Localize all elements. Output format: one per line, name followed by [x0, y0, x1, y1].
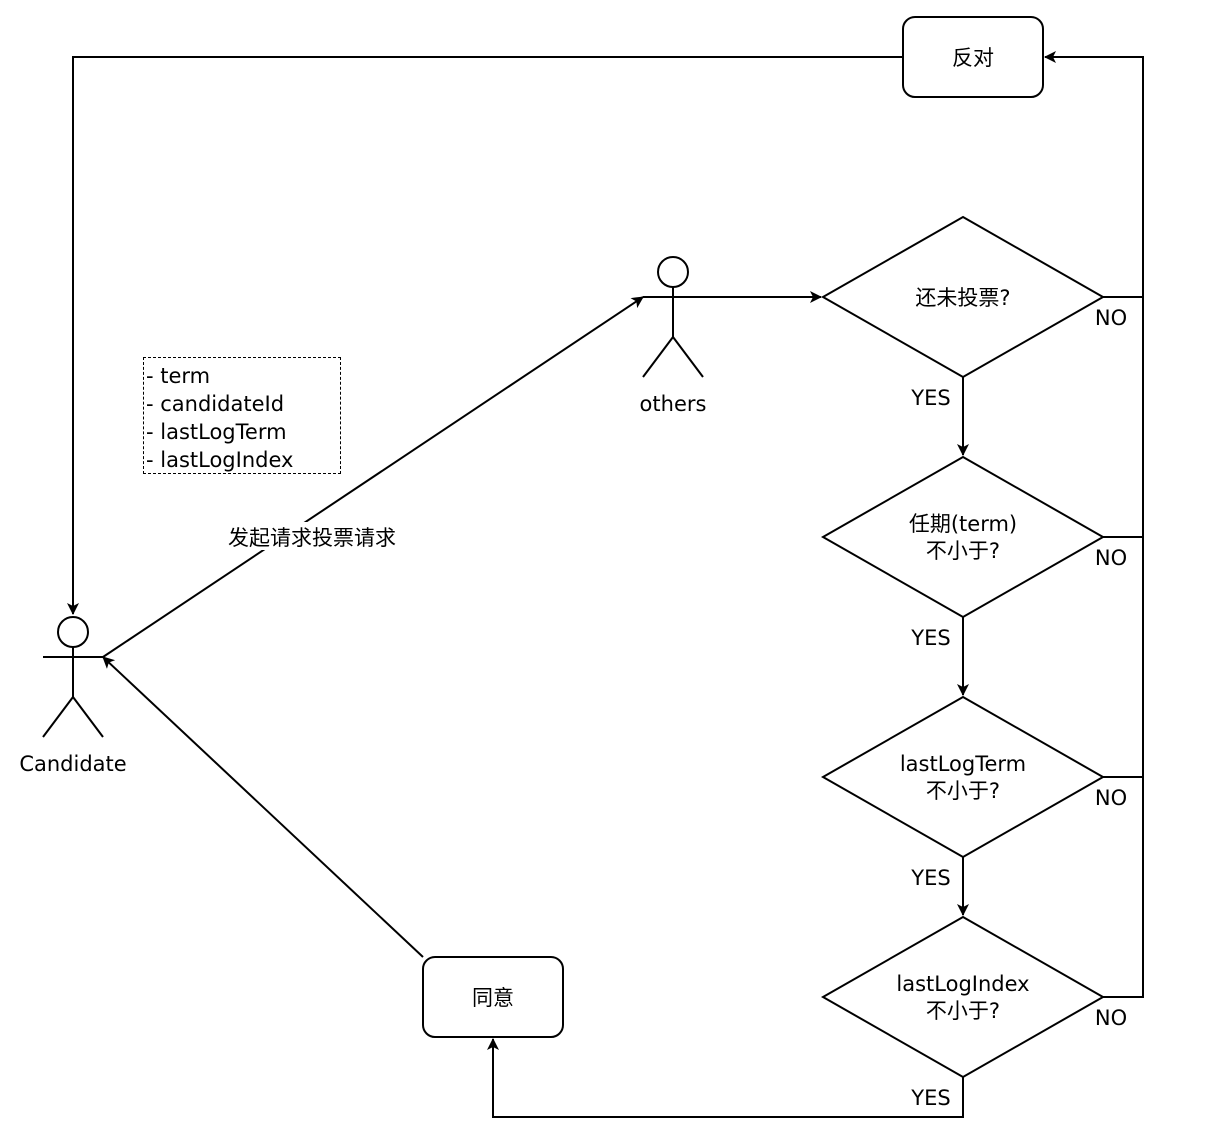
decision-term-line-1: 任期(term)	[909, 512, 1017, 536]
edge-agree-to-candidate	[102, 656, 424, 958]
reject-box: 反对	[902, 16, 1044, 98]
no-label-4: NO	[1095, 1006, 1127, 1030]
candidate-label: Candidate	[19, 752, 126, 776]
agree-box: 同意	[422, 956, 564, 1038]
no-label-2: NO	[1095, 546, 1127, 570]
edge-no-1	[1044, 51, 1144, 298]
decision-term: 任期(term) 不小于?	[820, 455, 1106, 619]
candidate-actor: Candidate	[19, 616, 127, 776]
no-label-3: NO	[1095, 786, 1127, 810]
edge-no-4	[1103, 57, 1144, 998]
reject-label: 反对	[952, 46, 994, 70]
yes-label-2: YES	[910, 626, 950, 650]
edge-candidate-to-others	[102, 296, 644, 658]
no-label-1: NO	[1095, 306, 1127, 330]
decision-term-line-2: 不小于?	[926, 539, 1000, 563]
decision-last-log-term-line-2: 不小于?	[926, 779, 1000, 803]
decision-last-log-term: lastLogTerm 不小于?	[820, 695, 1106, 859]
agree-label: 同意	[472, 986, 514, 1010]
edge-label-request: 发起请求投票请求	[214, 522, 410, 550]
param-last-log-index: - lastLogIndex	[146, 448, 294, 472]
others-label: others	[640, 392, 707, 416]
decision-not-voted-label: 还未投票?	[915, 286, 1010, 310]
edge-label-request-text: 发起请求投票请求	[228, 526, 396, 550]
yes-label-4: YES	[910, 1086, 950, 1110]
param-term: - term	[146, 364, 211, 388]
decision-last-log-index-line-2: 不小于?	[926, 999, 1000, 1023]
edge-no-3	[1103, 57, 1144, 778]
param-candidate-id: - candidateId	[146, 392, 285, 416]
param-last-log-term: - lastLogTerm	[146, 420, 287, 444]
decision-last-log-index-line-1: lastLogIndex	[896, 972, 1029, 996]
vote-request-params: - term - candidateId - lastLogTerm - las…	[143, 357, 341, 474]
decision-not-voted: 还未投票?	[820, 215, 1106, 379]
others-actor: others	[640, 256, 707, 416]
yes-label-1: YES	[910, 386, 950, 410]
decision-last-log-term-line-1: lastLogTerm	[900, 752, 1026, 776]
edge-reject-to-candidate	[67, 56, 903, 615]
edge-yes-4-to-agree	[487, 1038, 964, 1118]
yes-label-3: YES	[910, 866, 950, 890]
decision-last-log-index: lastLogIndex 不小于?	[820, 915, 1106, 1079]
